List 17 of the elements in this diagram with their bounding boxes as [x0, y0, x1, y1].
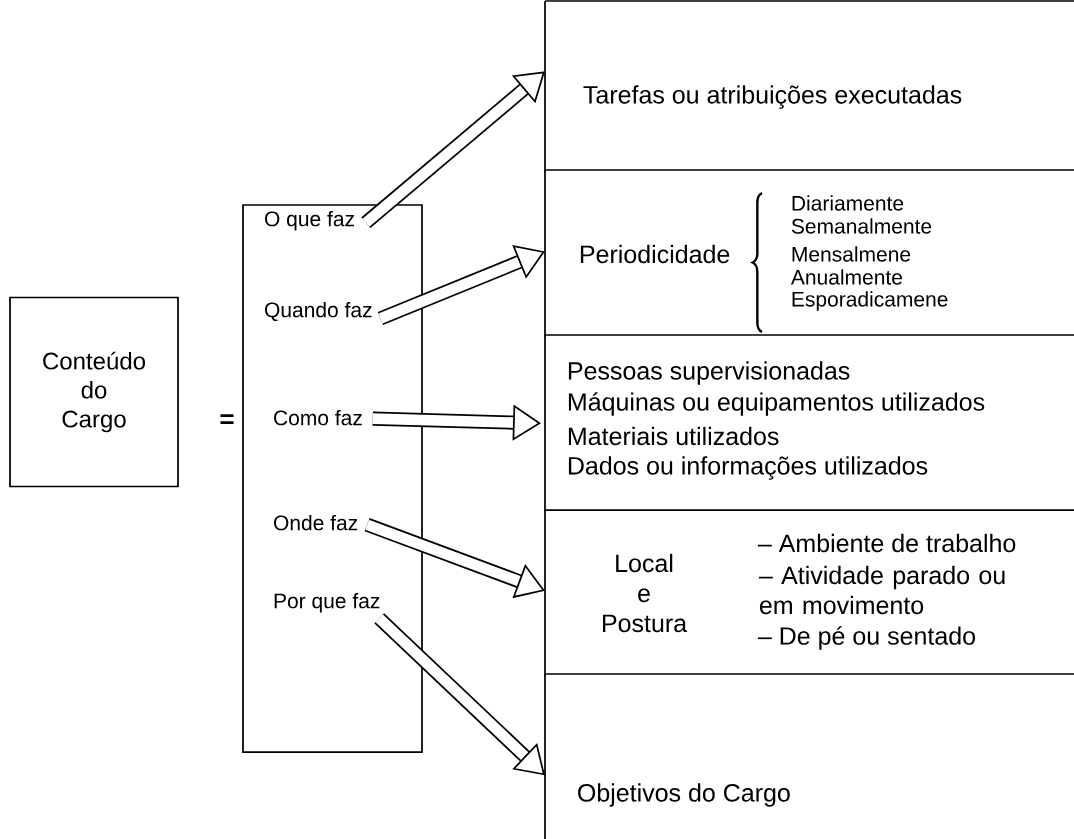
row-box: Local e Postura – Ambiente de trabalho – Atividade parado ou em movimento – De pé ou sentado: [544, 509, 1074, 677]
block-arrow: [361, 71, 545, 229]
equals-sign: =: [220, 414, 234, 425]
item-label: Por que faz: [274, 592, 380, 613]
block-arrow: [374, 613, 545, 776]
block-arrow: [372, 404, 541, 441]
item-label: Quando faz: [265, 301, 372, 322]
row-box: Periodicidade Diariamente Semanalmente Mensalmene Anualmente Esporadicamene: [544, 169, 1074, 338]
item-label: Como faz: [274, 409, 362, 426]
item-label: O que faz: [265, 210, 354, 231]
list-box: [242, 204, 423, 753]
process-box: Conteúdo do Cargo: [9, 296, 179, 488]
row-box: Pessoas supervisionadas Máquinas ou equipamentos utilizados Materiais utilizados Dados ou informações utilizados: [544, 334, 1074, 513]
block-arrow: [377, 245, 545, 326]
item-label: Onde faz: [274, 514, 358, 531]
row-box: Objetivos do Cargo: [544, 673, 1074, 839]
row-box: Tarefas ou atribuições executadas: [544, 0, 1074, 173]
